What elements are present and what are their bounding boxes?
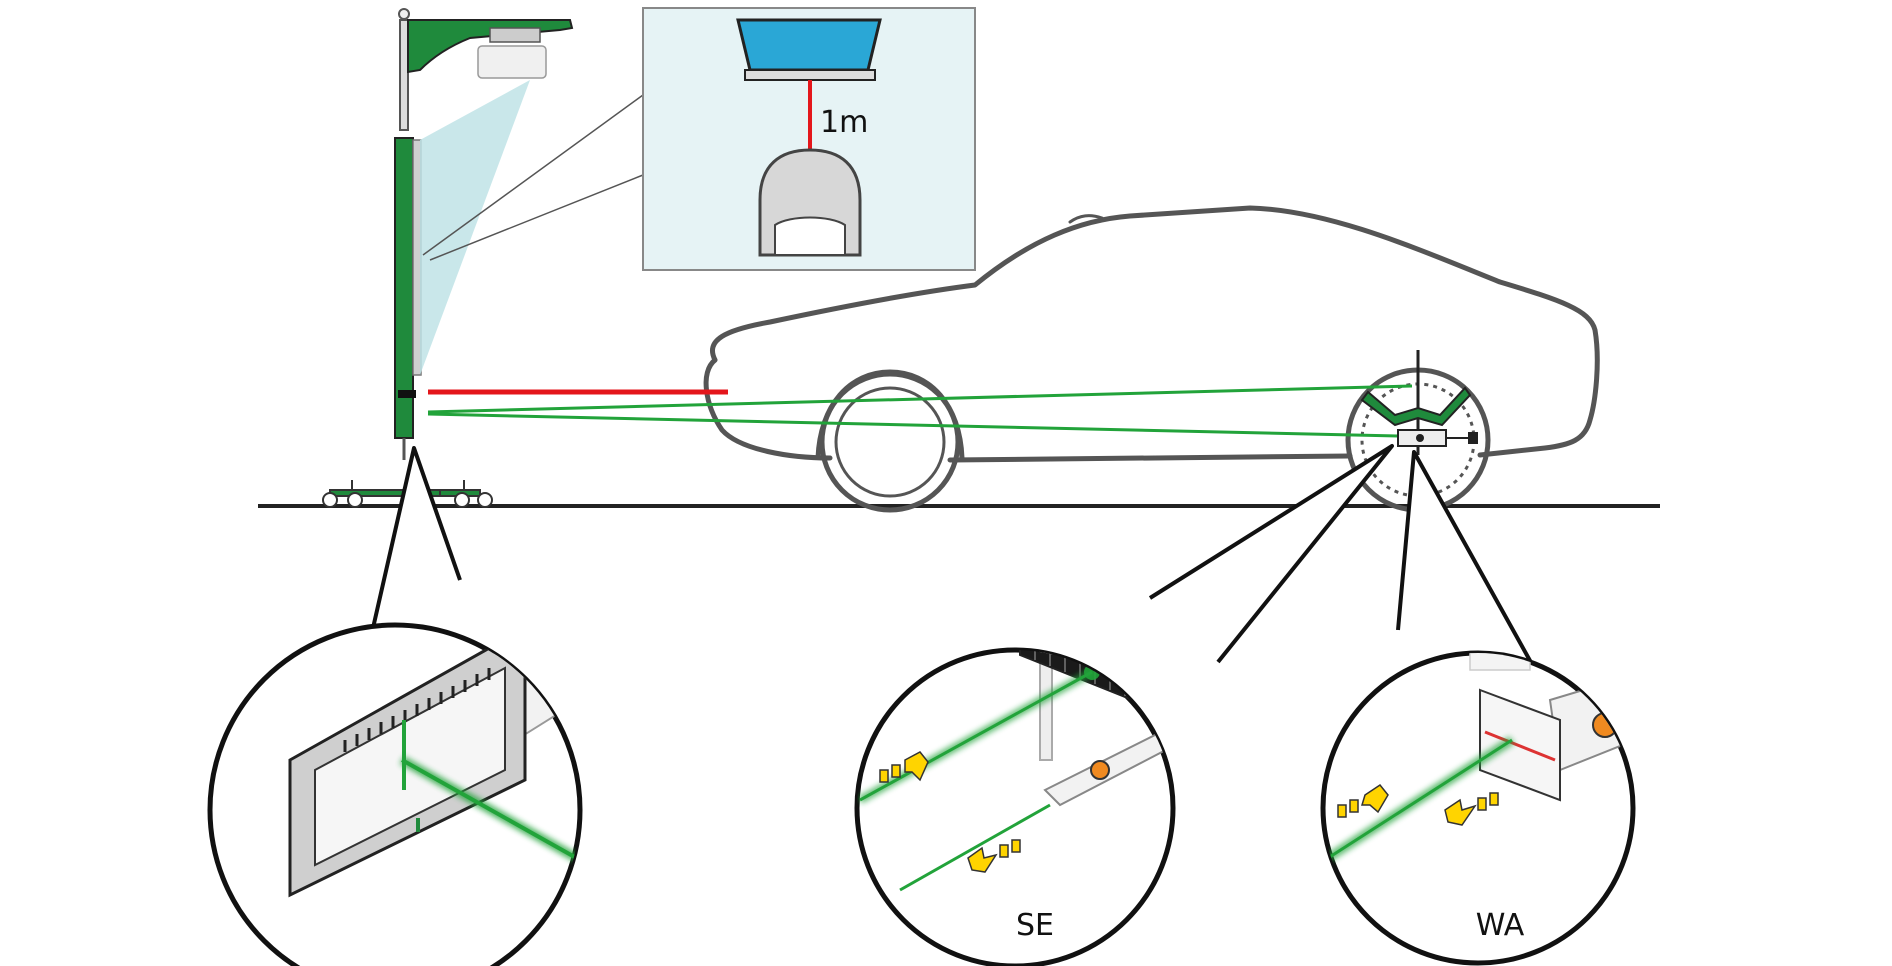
detail-wa-circle: WA	[1320, 650, 1636, 966]
detail-wa-label: WA	[1476, 908, 1525, 943]
green-beam-upper	[427, 384, 1413, 414]
inset-callout-lines	[422, 94, 644, 261]
detail-se-label: SE	[1016, 908, 1054, 943]
detail-pointers	[366, 444, 1540, 676]
car-outline	[703, 205, 1600, 463]
detail-se-circle: SE	[854, 647, 1176, 966]
front-wheel	[815, 369, 965, 513]
green-beam-lower	[427, 412, 1399, 438]
detail-left-circle	[207, 622, 583, 966]
inset-distance-box: 1m	[642, 7, 976, 271]
laser-beams	[427, 384, 1413, 438]
wheel-sensor-unit	[1360, 350, 1478, 455]
measuring-stand	[322, 8, 574, 508]
distance-label: 1m	[820, 105, 868, 140]
